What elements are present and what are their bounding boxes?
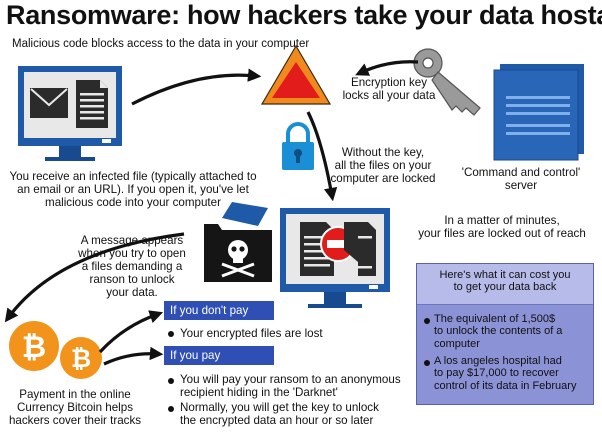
pay-label: If you pay	[164, 346, 274, 365]
skull-folder-icon	[204, 202, 272, 282]
padlock-icon	[282, 122, 314, 170]
envelope-icon	[30, 88, 68, 118]
bitcoin-caption: Payment in the online Currency Bitcoin h…	[8, 388, 142, 427]
arrow-bitcoin-to-no-pay	[98, 310, 164, 354]
server-caption: 'Command and control' server	[461, 166, 581, 192]
server-icon	[493, 64, 584, 161]
page-title: Ransomware: how hackers take your data h…	[6, 0, 602, 30]
cost-bullet-1: The equivalent of 1,500$ to unlock the c…	[434, 313, 563, 350]
page-subtitle: Malicious code blocks access to the data…	[12, 38, 310, 50]
bullet-dot	[168, 331, 174, 337]
arrow-triangle-to-monitor	[306, 111, 338, 202]
bullet-dot	[168, 406, 174, 412]
no-pay-label: If you don't pay	[164, 301, 274, 320]
locked-caption: Without the key, all the files on your c…	[330, 146, 436, 185]
bullet-dot	[424, 360, 430, 366]
arrow-key-to-triangle	[355, 60, 419, 76]
arrow-bitcoin-to-pay	[103, 346, 164, 366]
cost-box-heading-bg	[417, 264, 593, 305]
bitcoin-icon: ₿	[60, 337, 102, 379]
svg-text:₿: ₿	[22, 331, 46, 364]
cost-box: Here's what it can cost you to get your …	[416, 263, 594, 405]
message-caption: A message appears when you try to open a…	[78, 234, 186, 299]
svg-text:₿: ₿	[71, 345, 91, 373]
pay-bullet-2: Normally, you will get the key to unlock…	[180, 401, 379, 427]
pay-bullet-1: You will pay your ransom to an anonymous…	[180, 373, 401, 399]
bullet-dot	[424, 318, 430, 324]
document-icon	[344, 222, 376, 276]
cost-box-heading: Here's what it can cost you to get your …	[439, 269, 571, 294]
warning-triangle-icon	[260, 44, 332, 105]
bitcoin-icon: ₿	[9, 321, 59, 371]
arrow-message-to-bitcoin	[4, 232, 185, 323]
encryption-caption: Encryption key locks all your data	[342, 76, 436, 102]
minutes-caption: In a matter of minutes, your files are l…	[418, 214, 586, 240]
infected-file-caption: You receive an infected file (typically …	[9, 170, 257, 209]
no-pay-bullet-1: Your encrypted files are lost	[180, 327, 323, 340]
arrow-monitor-to-triangle	[131, 68, 262, 106]
cost-bullet-2: A los angeles hospital had to pay $17,00…	[434, 355, 577, 392]
bullet-dot	[168, 378, 174, 384]
document-icon	[76, 80, 108, 128]
